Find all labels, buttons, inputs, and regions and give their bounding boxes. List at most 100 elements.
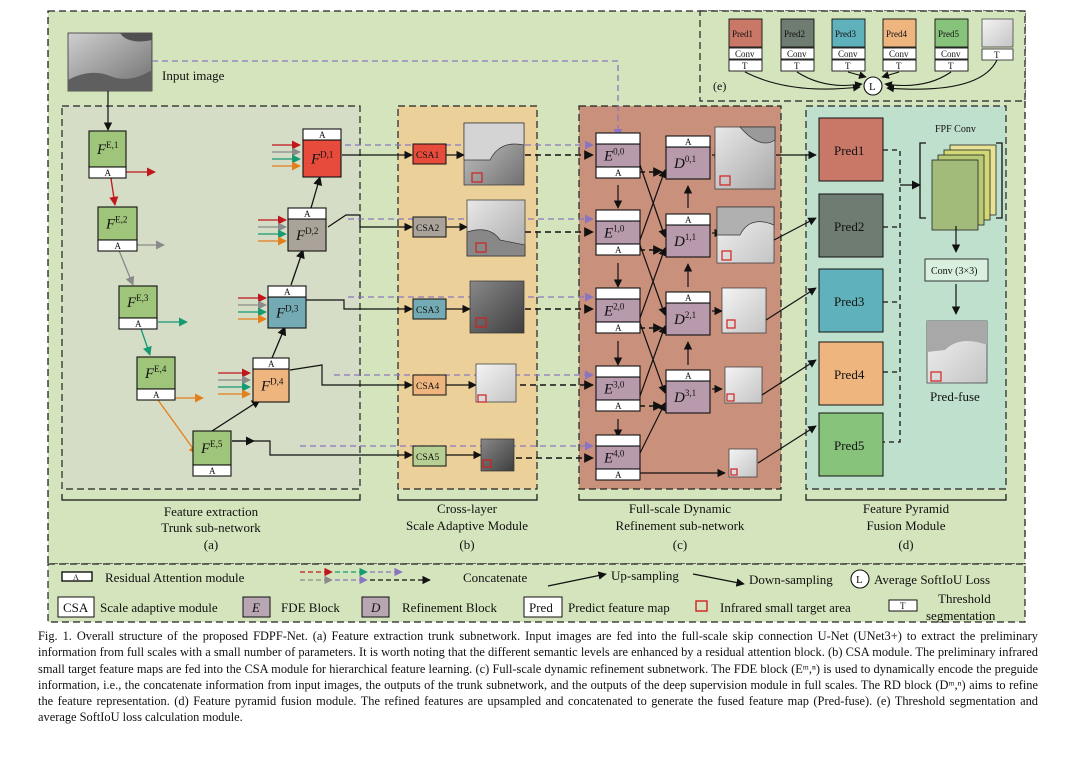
csa-block-2: CSA2 [412,216,447,238]
refine-feature-maps [714,126,776,478]
fde-node-5-attention-bar [595,468,641,481]
fde-node-2-top-bar [595,209,641,222]
loss-pred-4-conv-box [882,47,917,60]
rd-node-4-attention-mark: A [685,371,692,381]
fpf-conv-stack [919,142,1003,231]
fusion-title-1: Feature Pyramid [863,501,950,516]
pred-box-2-body [818,193,884,258]
legend-refinement: Refinement Block [402,600,497,615]
decoder-node-4: FD,4A [252,357,290,403]
encoder-node-2-body [97,206,138,241]
input-image [67,32,153,92]
encoder-node-2-attention-bar [97,239,138,252]
decoder-node-2: FD,2A [287,207,327,252]
loss-pred-2-conv-box [780,47,815,60]
legend-d-text: D [370,600,381,615]
encoder-node-2: FE,2A [97,206,138,252]
fde-node-1-attention-bar [595,166,641,179]
legend-scale-adaptive: Scale adaptive module [100,600,218,615]
rd-node-2: D1,1A [665,213,711,258]
legend-loss-label: Average SoftIoU Loss [874,572,990,587]
refine-connections [613,150,726,478]
conv3x3-label: Conv (3×3) [931,266,977,277]
loss-pred-1-body [728,18,763,48]
fdpf-net-diagram: Input image [47,10,1026,623]
legend-pred-text: Pred [529,600,553,615]
loss-circle [863,76,883,96]
loss-pred-3-t-box [831,59,866,72]
rd-node-3: D2,1A [665,291,711,336]
fde-node-4-attention-bar [595,399,641,412]
loss-pred-2-body [780,18,815,48]
fde-node-5-attention-mark: A [615,470,622,480]
legend-t-box [888,599,918,612]
legend-pred-box [523,596,563,618]
fde-node-5-top-bar [595,434,641,447]
rd-node-2-body [665,224,711,258]
csa-block-5-body [412,445,447,467]
fusion-title-2: Fusion Module [866,518,945,533]
encoder-node-5-attention-mark: A [209,466,216,476]
encoder-node-4-attention-bar [136,388,176,401]
node-layer: FE,1AFE,2AFE,3AFE,4AFE,5AFD,1AFD,2AFD,3A… [88,18,969,481]
csa-block-1-label: CSA1 [416,151,439,161]
csa-block-3-body [412,298,447,320]
csa-outputs [446,150,482,460]
loss-pred-5-conv-box [934,47,969,60]
loss-arrows [744,59,998,93]
loss-pred-2-t-box [780,59,815,72]
encoder-node-3-body [118,285,158,319]
pred-box-1: Pred1 [818,117,884,182]
encoder-node-3-superscript: E,3 [136,293,149,303]
fde-node-4-top-bar [595,365,641,378]
fde-node-3-top-bar [595,287,641,300]
encoder-node-5: FE,5A [192,430,232,477]
decoder-node-3: FD,3A [267,285,307,329]
decoder-node-1: FD,1A [302,128,342,178]
legend-upsampling: Up-sampling [611,568,679,583]
pred-box-4: Pred4 [818,341,884,406]
csa-block-4-label: CSA4 [416,382,439,392]
csa-block-2-label: CSA2 [416,224,439,234]
decoder-node-3-attention-mark: A [284,287,291,297]
fde-node-5: E4,0A [595,434,641,481]
trunk-tag: (a) [204,537,218,552]
loss-pred-2-conv: Conv [787,49,807,59]
legend-loss-circle [850,569,870,589]
conv3x3-box [924,258,989,282]
legend-e-text: E [251,600,260,615]
fde-node-3: E2,0A [595,287,641,334]
legend-target-box [695,600,708,612]
figure-caption: Fig. 1. Overall structure of the propose… [38,629,1038,725]
loss-pred-2-t: T [794,61,800,71]
decoder-node-4-body [252,368,290,403]
loss-circle-label: L [869,81,876,93]
decoder-node-2-attention-mark: A [304,209,311,219]
decoder-node-2-superscript: D,2 [305,226,318,236]
decoder-node-4-attention-bar [252,357,290,370]
loss-pred-4-label: Pred4 [886,29,907,39]
encoder-node-3: FE,3A [118,285,158,330]
encoder-node-3-attention-bar [118,317,158,330]
rd-node-1-attention-mark: A [685,137,692,147]
rd-node-1-attention-bar [665,135,711,148]
decoder-node-2-attention-bar [287,207,327,220]
loss-pred-3-conv-box [831,47,866,60]
decoder-node-2-body [287,218,327,252]
trunk-title-1: Feature extraction [164,504,259,519]
pred-box-4-body [818,341,884,406]
loss-gt-t: T [994,50,1000,60]
csa-to-refine-dashed [516,150,594,463]
encoder-node-5-attention-bar [192,464,232,477]
legend-downsampling: Down-sampling [749,572,833,587]
decoder-node-3-attention-bar [267,285,307,298]
fde-node-4-superscript: 3,0 [613,380,625,390]
fde-node-3-attention-mark: A [615,323,622,333]
fde-node-3-superscript: 2,0 [613,302,625,312]
loss-pred-4-conv: Conv [889,49,909,59]
fpf-conv-label: FPF Conv [935,124,976,135]
rd-node-4: D3,1A [665,369,711,414]
